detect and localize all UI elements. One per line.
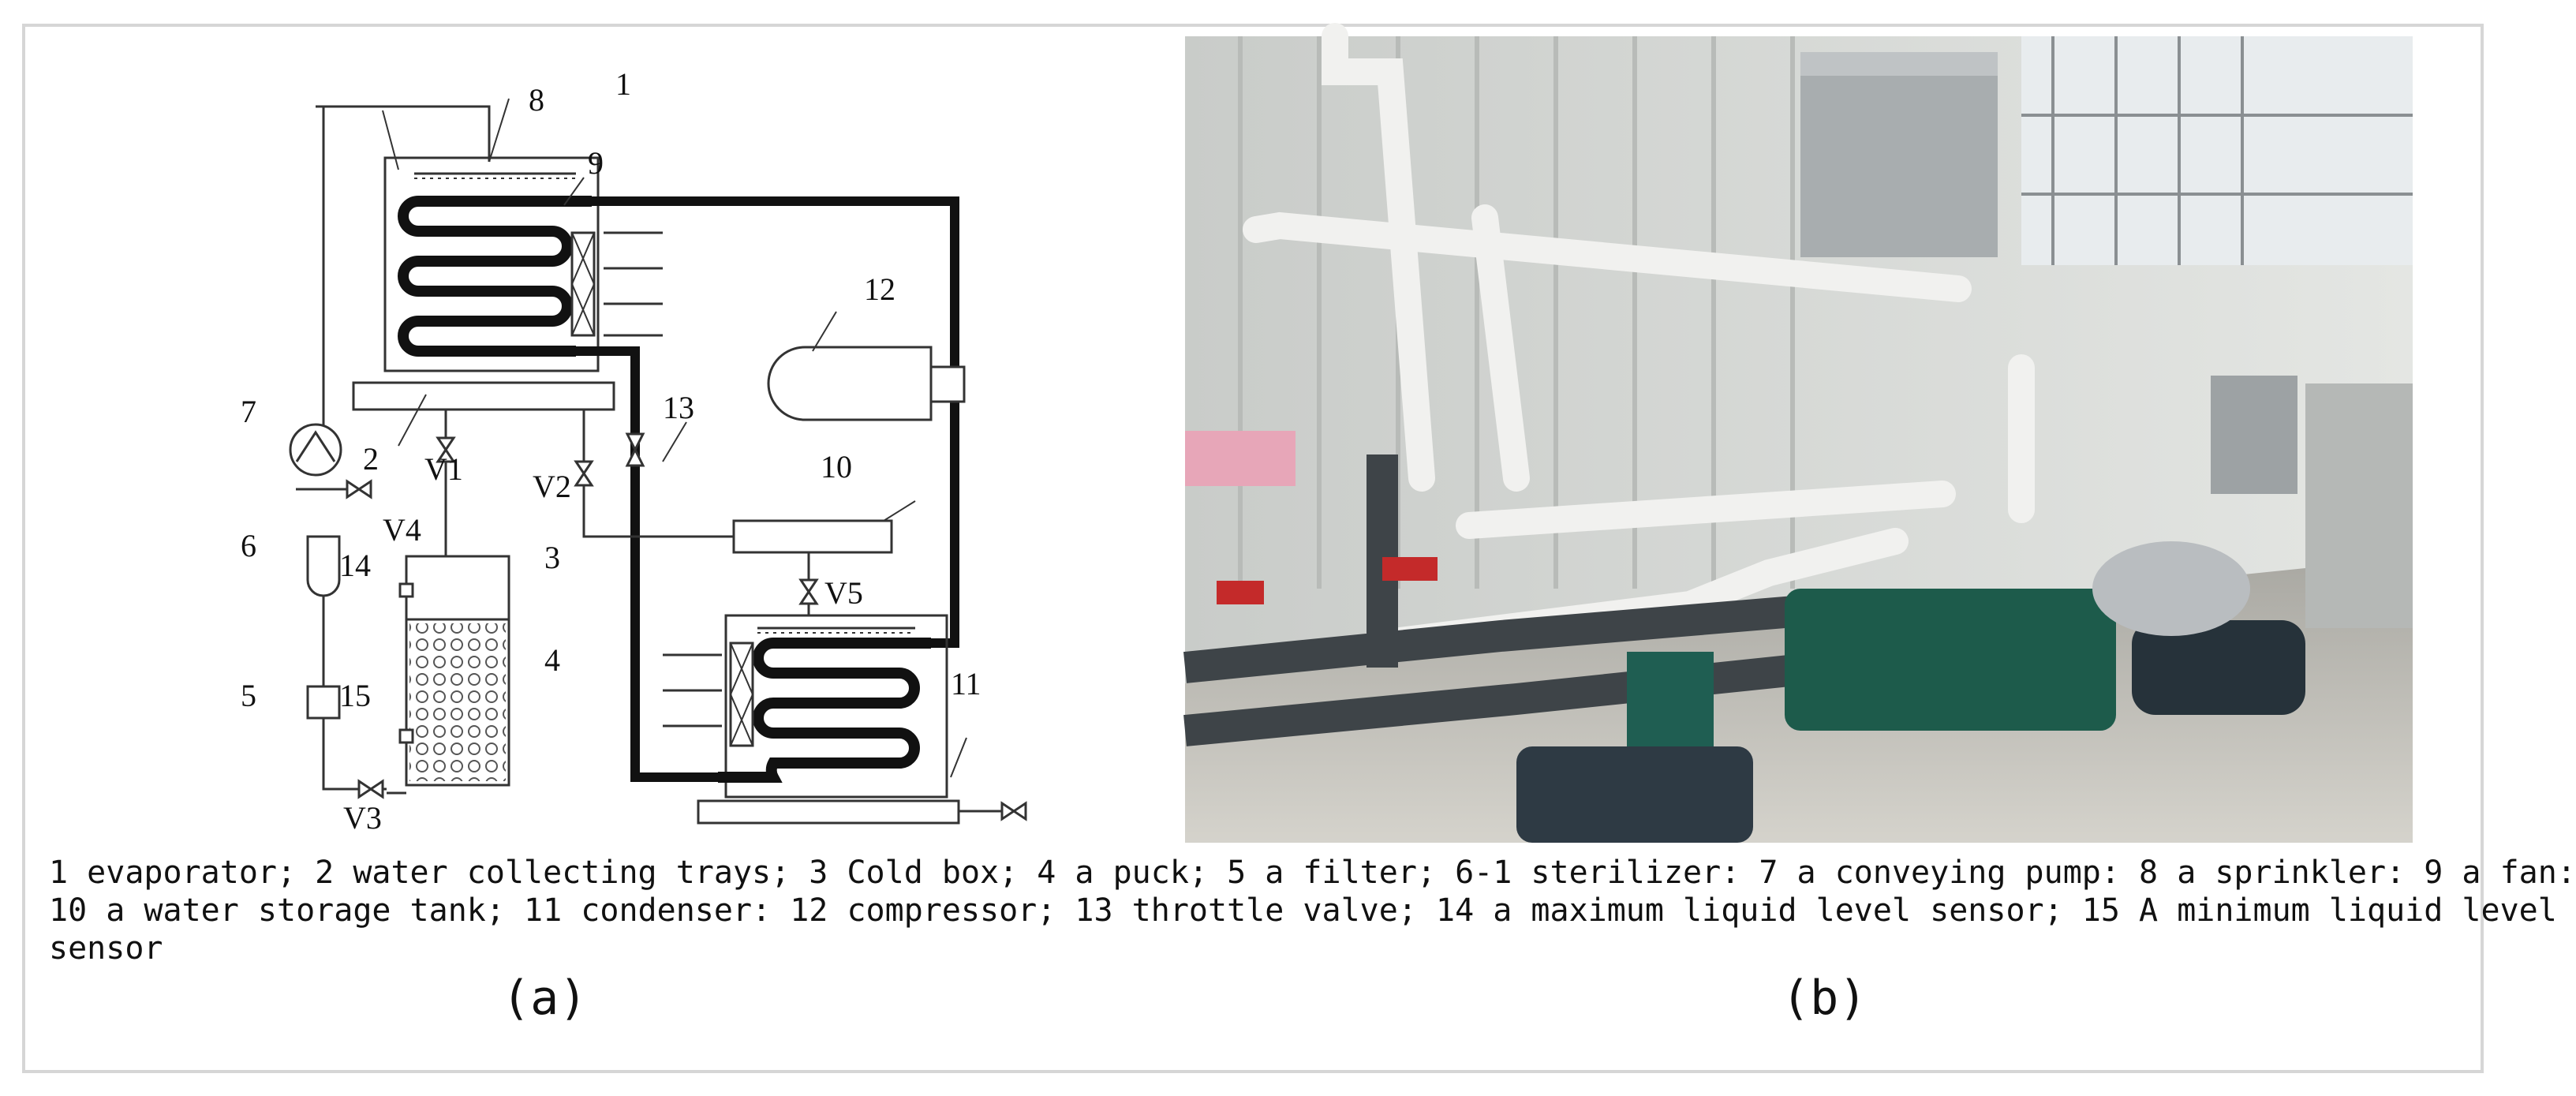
sterilizer — [306, 535, 341, 597]
label-9: 9 — [588, 145, 604, 181]
label-v2: V2 — [533, 469, 571, 504]
label-15: 15 — [339, 678, 371, 713]
label-7: 7 — [241, 394, 256, 429]
max-level-sensor — [398, 582, 414, 598]
water-storage-tank — [732, 519, 893, 554]
ice-maker-schematic: 1 2 3 4 5 6 7 8 9 10 11 12 13 14 15 V1 V… — [241, 66, 1027, 836]
label-12: 12 — [864, 271, 895, 307]
label-v1: V1 — [424, 451, 463, 487]
panel-label-a: (a) — [502, 971, 588, 1026]
label-3: 3 — [544, 540, 560, 575]
label-1: 1 — [615, 66, 631, 102]
tank-pipe — [582, 410, 734, 538]
condenser — [663, 614, 1027, 825]
label-14: 14 — [339, 548, 371, 583]
caption-line-1: 1 evaporator; 2 water collecting trays; … — [49, 855, 2576, 891]
label-10: 10 — [821, 449, 852, 484]
label-8: 8 — [529, 82, 544, 118]
compressor — [767, 346, 966, 421]
label-6: 6 — [241, 528, 256, 563]
fan-icon — [570, 231, 596, 337]
label-13: 13 — [663, 390, 694, 425]
label-v5: V5 — [824, 575, 863, 611]
valves — [346, 432, 819, 799]
conveying-pump — [289, 423, 342, 477]
caption-line-3: sensor — [49, 930, 163, 967]
leader-lines — [382, 98, 967, 778]
label-v4: V4 — [383, 512, 421, 548]
label-11: 11 — [951, 666, 981, 701]
label-5: 5 — [241, 678, 256, 713]
figure-caption: 1 evaporator; 2 water collecting trays; … — [49, 854, 2576, 967]
cold-box — [405, 555, 510, 787]
caption-line-2: 10 a water storage tank; 11 condenser: 1… — [49, 892, 2557, 929]
refrigerant-loop — [576, 196, 959, 782]
air-flow-arrows — [604, 231, 663, 337]
equipment-photo — [1183, 23, 2413, 843]
water-collecting-tray — [352, 381, 615, 411]
min-level-sensor — [398, 728, 414, 744]
label-2: 2 — [363, 441, 379, 477]
filter — [306, 685, 341, 720]
label-v3: V3 — [343, 800, 382, 836]
panel-label-b: (b) — [1782, 971, 1868, 1026]
label-4: 4 — [544, 642, 560, 678]
evaporator — [383, 156, 600, 372]
